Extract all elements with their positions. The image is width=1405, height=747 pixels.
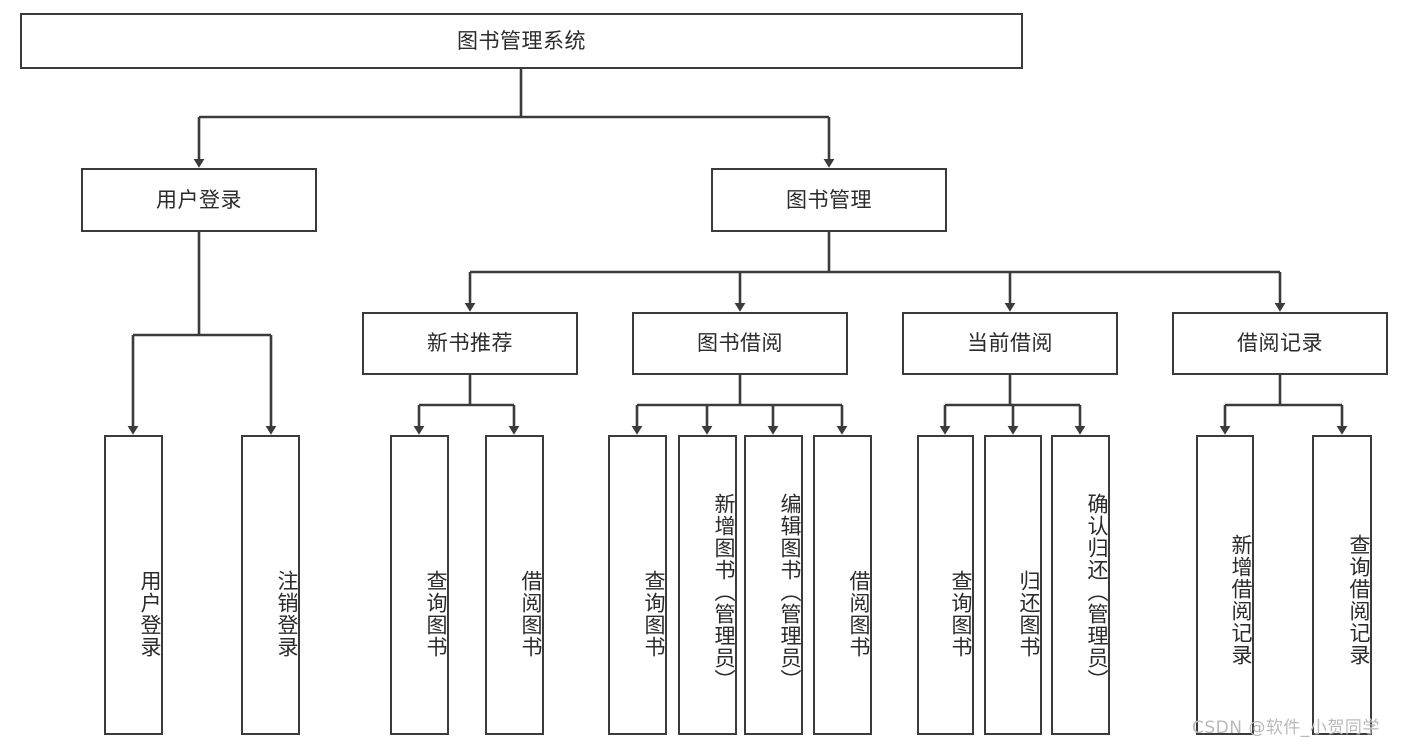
- node-leaf-add-book-label: 新增图书（管理员）: [712, 493, 736, 691]
- node-book-manage-label: 图书管理: [786, 187, 872, 212]
- node-leaf-borrow-book-2[interactable]: 借阅图书: [813, 435, 872, 735]
- node-leaf-query-book-2[interactable]: 查询图书: [608, 435, 667, 735]
- node-new-book-recommend[interactable]: 新书推荐: [362, 312, 578, 375]
- node-leaf-add-borrow-record-label: 新增借阅记录: [1229, 534, 1253, 666]
- node-borrow-record-label: 借阅记录: [1237, 331, 1323, 356]
- node-leaf-add-borrow-record[interactable]: 新增借阅记录: [1196, 435, 1254, 735]
- node-leaf-logout[interactable]: 注销登录: [241, 435, 300, 735]
- node-leaf-query-borrow-record-label: 查询借阅记录: [1347, 534, 1371, 666]
- node-leaf-query-book-1-label: 查询图书: [424, 570, 448, 658]
- node-leaf-user-login-label: 用户登录: [138, 570, 162, 658]
- node-leaf-query-borrow-record[interactable]: 查询借阅记录: [1312, 435, 1372, 735]
- node-leaf-edit-book[interactable]: 编辑图书（管理员）: [744, 435, 803, 735]
- node-leaf-borrow-book-1-label: 借阅图书: [519, 570, 543, 658]
- node-user-login[interactable]: 用户登录: [81, 168, 317, 232]
- node-leaf-confirm-return-label: 确认归还（管理员）: [1085, 493, 1109, 691]
- node-user-login-label: 用户登录: [156, 187, 242, 212]
- node-leaf-query-book-3[interactable]: 查询图书: [917, 435, 974, 735]
- node-book-borrow[interactable]: 图书借阅: [632, 312, 848, 375]
- node-leaf-borrow-book-2-label: 借阅图书: [847, 570, 871, 658]
- node-leaf-query-book-2-label: 查询图书: [642, 570, 666, 658]
- node-leaf-user-login[interactable]: 用户登录: [104, 435, 163, 735]
- node-leaf-query-book-3-label: 查询图书: [949, 570, 973, 658]
- node-leaf-add-book[interactable]: 新增图书（管理员）: [678, 435, 737, 735]
- node-leaf-return-book-label: 归还图书: [1017, 570, 1041, 658]
- node-borrow-record[interactable]: 借阅记录: [1172, 312, 1388, 375]
- node-leaf-logout-label: 注销登录: [275, 570, 299, 658]
- node-leaf-edit-book-label: 编辑图书（管理员）: [778, 493, 802, 691]
- node-new-book-recommend-label: 新书推荐: [427, 331, 513, 356]
- node-leaf-confirm-return[interactable]: 确认归还（管理员）: [1051, 435, 1110, 735]
- node-book-borrow-label: 图书借阅: [697, 331, 783, 356]
- node-book-manage[interactable]: 图书管理: [711, 168, 947, 232]
- node-current-borrow-label: 当前借阅: [967, 331, 1053, 356]
- node-current-borrow[interactable]: 当前借阅: [902, 312, 1118, 375]
- node-leaf-return-book[interactable]: 归还图书: [984, 435, 1042, 735]
- node-root[interactable]: 图书管理系统: [20, 13, 1023, 69]
- node-leaf-borrow-book-1[interactable]: 借阅图书: [485, 435, 544, 735]
- csdn-watermark: CSDN @软件_小贺同学: [1192, 718, 1380, 738]
- node-root-label: 图书管理系统: [457, 28, 586, 53]
- node-leaf-query-book-1[interactable]: 查询图书: [390, 435, 449, 735]
